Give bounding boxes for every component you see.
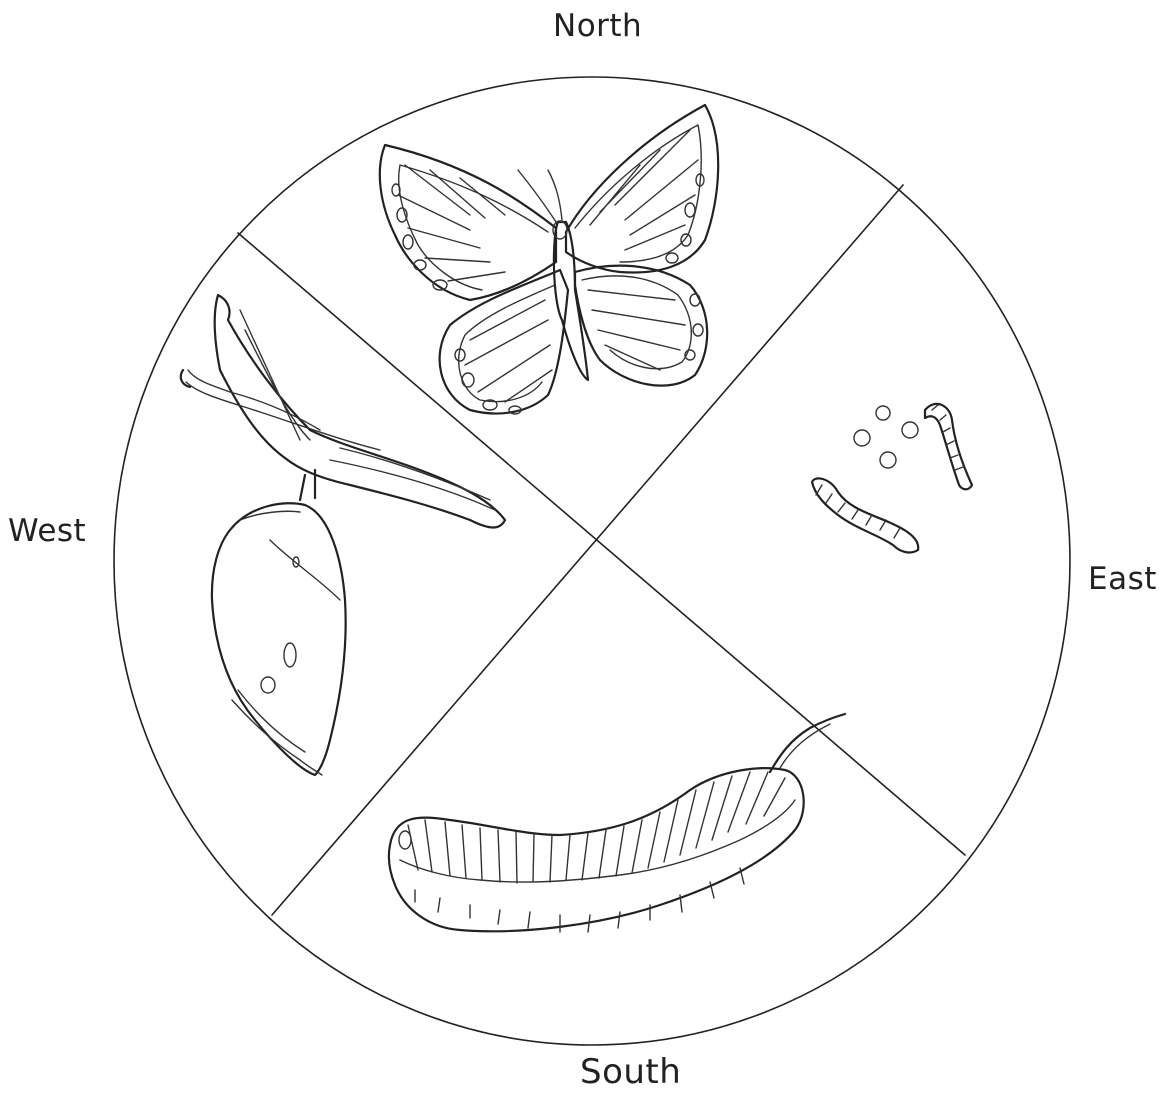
direction-label-south: South [580,1052,681,1092]
divider-ne-sw [272,185,903,915]
caterpillar-icon [389,714,845,932]
chrysalis-icon [181,295,505,775]
direction-label-north: North [553,8,642,44]
butterfly-icon [380,105,718,414]
eggs-and-larvae-icon [812,404,972,553]
direction-label-east: East [1088,561,1157,597]
divider-nw-se [238,233,965,855]
direction-label-west: West [8,513,86,549]
